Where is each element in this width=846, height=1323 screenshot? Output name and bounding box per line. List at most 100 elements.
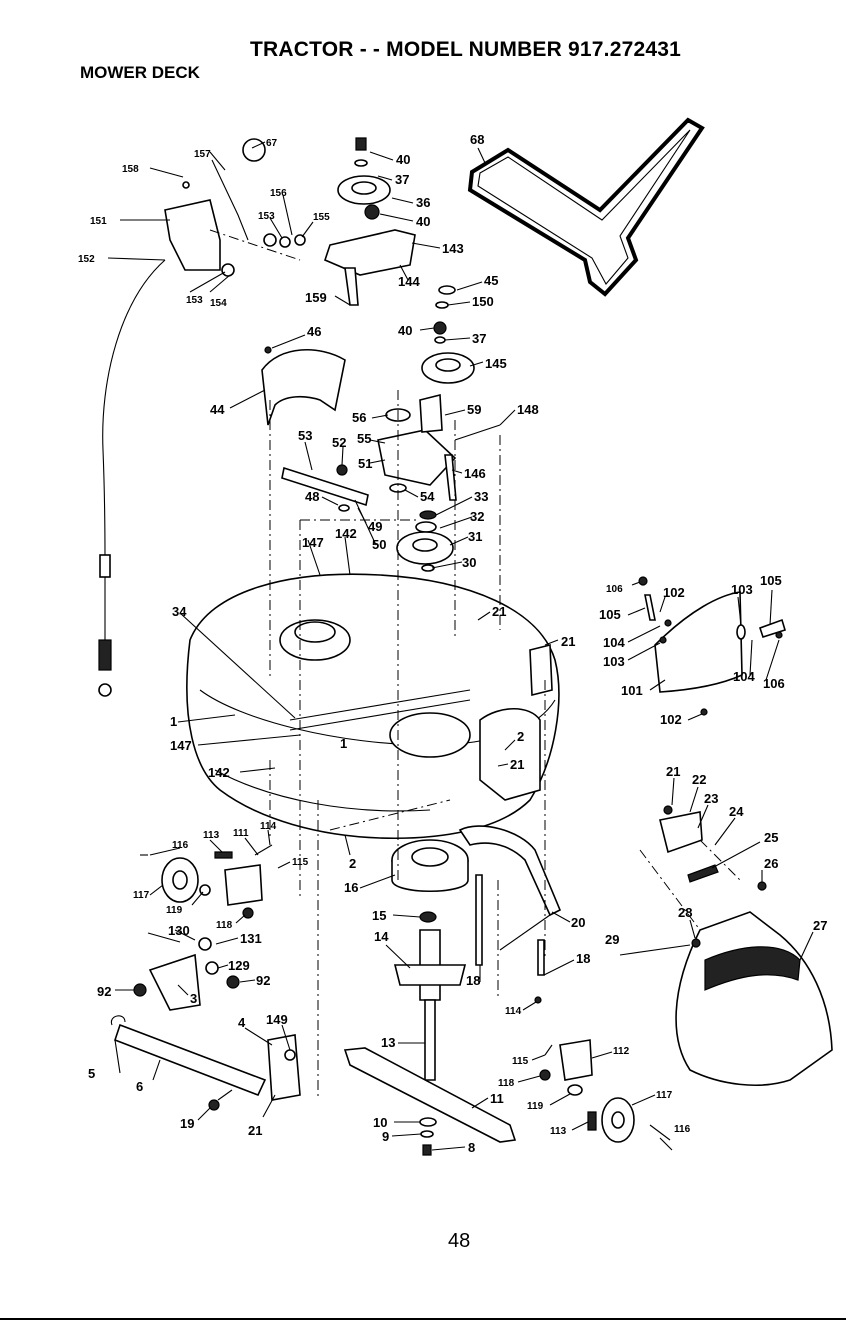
- callout-119: 119: [527, 1101, 544, 1112]
- front-stabilizer-illustration: [458, 825, 562, 976]
- callout-15: 15: [372, 908, 386, 923]
- footer-rule: [0, 1318, 846, 1320]
- callout-131: 131: [240, 931, 262, 946]
- callout-14: 14: [374, 929, 389, 944]
- callout-55: 55: [357, 431, 371, 446]
- callout-147: 147: [170, 738, 192, 753]
- deck-bracket-illustration: [281, 464, 369, 512]
- callout-111: 111: [233, 828, 249, 839]
- callout-18: 18: [466, 973, 480, 988]
- callout-103: 103: [731, 582, 753, 597]
- callout-68: 68: [470, 132, 484, 147]
- discharge-chute-illustration: [619, 805, 833, 1086]
- drive-belt-illustration: [467, 117, 705, 297]
- callout-26: 26: [764, 856, 778, 871]
- callout-50: 50: [372, 537, 386, 552]
- callout-59: 59: [467, 402, 481, 417]
- callout-23: 23: [704, 791, 718, 806]
- callout-150: 150: [472, 294, 494, 309]
- height-lever-assembly-illustration: [164, 138, 306, 277]
- callout-19: 19: [180, 1116, 194, 1131]
- callout-153: 153: [186, 295, 203, 306]
- callout-52: 52: [332, 435, 346, 450]
- callout-144: 144: [398, 274, 420, 289]
- callout-116: 116: [674, 1124, 691, 1135]
- callout-4: 4: [238, 1015, 246, 1030]
- callout-9: 9: [382, 1129, 389, 1144]
- callout-54: 54: [420, 489, 435, 504]
- callout-48: 48: [305, 489, 319, 504]
- callout-21: 21: [248, 1123, 262, 1138]
- callout-154: 154: [210, 298, 227, 309]
- callout-155: 155: [313, 212, 330, 223]
- callout-115: 115: [512, 1056, 529, 1067]
- callout-29: 29: [605, 932, 619, 947]
- callout-21: 21: [510, 757, 524, 772]
- callout-152: 152: [78, 254, 95, 265]
- callout-27: 27: [813, 918, 827, 933]
- callout-119: 119: [166, 905, 183, 916]
- callout-49: 49: [368, 519, 382, 534]
- callout-130: 130: [168, 923, 190, 938]
- callout-101: 101: [621, 683, 643, 698]
- page-number: 48: [448, 1230, 471, 1252]
- idler-arm-illustration: [377, 393, 501, 501]
- callout-40: 40: [396, 152, 410, 167]
- callout-21: 21: [666, 764, 680, 779]
- callout-5: 5: [88, 1066, 95, 1081]
- callout-21: 21: [561, 634, 575, 649]
- callout-104: 104: [733, 669, 755, 684]
- callout-148: 148: [517, 402, 539, 417]
- callout-46: 46: [307, 324, 321, 339]
- callout-67: 67: [266, 138, 278, 149]
- section-title: MOWER DECK: [80, 63, 200, 82]
- callout-92: 92: [97, 984, 111, 999]
- callout-103: 103: [603, 654, 625, 669]
- lift-cable-illustration: [98, 259, 166, 697]
- callout-31: 31: [468, 529, 482, 544]
- callout-2: 2: [517, 729, 524, 744]
- callout-104: 104: [603, 635, 625, 650]
- callout-106: 106: [763, 676, 785, 691]
- callout-13: 13: [381, 1035, 395, 1050]
- callout-56: 56: [352, 410, 366, 425]
- callout-117: 117: [656, 1090, 673, 1101]
- callout-105: 105: [760, 573, 782, 588]
- callout-114: 114: [505, 1006, 522, 1017]
- callout-145: 145: [485, 356, 507, 371]
- callout-25: 25: [764, 830, 778, 845]
- callout-151: 151: [90, 216, 107, 227]
- callout-157: 157: [194, 149, 211, 160]
- callout-40: 40: [398, 323, 412, 338]
- callout-146: 146: [464, 466, 486, 481]
- callout-102: 102: [660, 712, 682, 727]
- left-gauge-wheel-illustration: [149, 844, 273, 919]
- callout-30: 30: [462, 555, 476, 570]
- callout-44: 44: [210, 402, 225, 417]
- callout-37: 37: [472, 331, 486, 346]
- alignment-lines: [269, 390, 546, 1100]
- callout-92: 92: [256, 973, 270, 988]
- callout-156: 156: [270, 188, 287, 199]
- callout-10: 10: [373, 1115, 387, 1130]
- callout-102: 102: [663, 585, 685, 600]
- callout-45: 45: [484, 273, 498, 288]
- callout-105: 105: [599, 607, 621, 622]
- callout-118: 118: [216, 920, 233, 931]
- callout-114: 114: [260, 821, 277, 832]
- callout-51: 51: [358, 456, 372, 471]
- callout-6: 6: [136, 1079, 143, 1094]
- callout-147: 147: [302, 535, 324, 550]
- callout-115: 115: [292, 857, 309, 868]
- callout-36: 36: [416, 195, 430, 210]
- callout-143: 143: [442, 241, 464, 256]
- right-gauge-wheel-illustration: [534, 996, 671, 1143]
- callout-113: 113: [550, 1126, 567, 1137]
- callout-8: 8: [468, 1140, 475, 1155]
- callout-1: 1: [340, 736, 347, 751]
- callout-116: 116: [172, 840, 189, 851]
- center-pulley-stack-illustration: [421, 285, 475, 384]
- callout-40: 40: [416, 214, 430, 229]
- lift-linkage-illustration: [110, 932, 301, 1111]
- callout-158: 158: [122, 164, 139, 175]
